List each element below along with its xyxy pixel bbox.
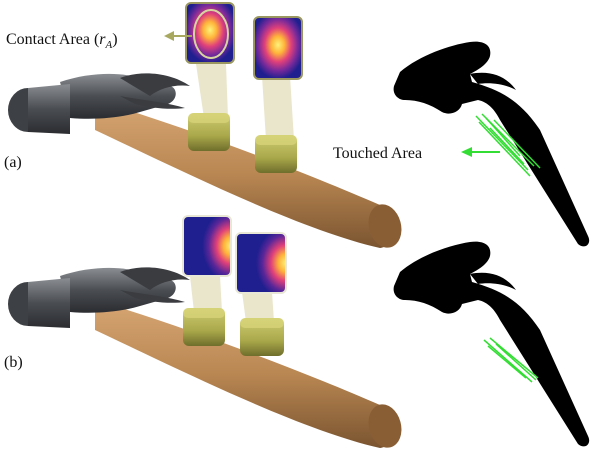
hammer-head-b <box>8 267 190 328</box>
contact-area-close: ) <box>112 31 117 48</box>
hammer-head-a <box>8 73 190 134</box>
contact-area-outline <box>193 9 229 59</box>
beam-a-left <box>196 64 228 118</box>
sensor-pad-b-right <box>240 318 284 356</box>
svg-text:Contact Area (rA): Contact Area (rA) <box>6 31 118 51</box>
hammer-silhouette-icon <box>393 41 590 247</box>
heatmap-a-left <box>185 2 235 64</box>
panel-a: Contact Area (rA) (a) Touched Area <box>4 2 590 248</box>
contact-area-subscript: A <box>105 39 113 51</box>
panel-b: (b) <box>4 215 590 448</box>
touched-area-b <box>483 337 539 383</box>
sensor-pad-a-left <box>188 113 230 151</box>
beam-b-right <box>242 292 274 322</box>
contact-area-symbol: r <box>99 31 106 48</box>
hammer-handle-b <box>95 300 402 448</box>
heatmap-b-right <box>235 232 287 294</box>
heatmap-a-right <box>253 16 303 80</box>
touched-area-a <box>475 113 541 177</box>
contact-area-callout: Contact Area (rA) <box>6 31 192 51</box>
beam-b-left <box>190 276 222 312</box>
beam-a-right <box>262 76 294 140</box>
heatmap-b-left <box>182 215 232 277</box>
panel-label-b: (b) <box>4 354 23 371</box>
panel-label-a: (a) <box>4 154 22 171</box>
sensor-pad-a-right <box>255 135 297 173</box>
contact-area-text: Contact Area ( <box>6 31 99 48</box>
hammer-handle-a <box>95 100 402 248</box>
sensor-pad-b-left <box>183 308 225 346</box>
touched-area-label: Touched Area <box>333 145 422 162</box>
touched-area-callout: Touched Area <box>333 145 500 162</box>
hammer-silhouette-icon <box>393 241 590 447</box>
